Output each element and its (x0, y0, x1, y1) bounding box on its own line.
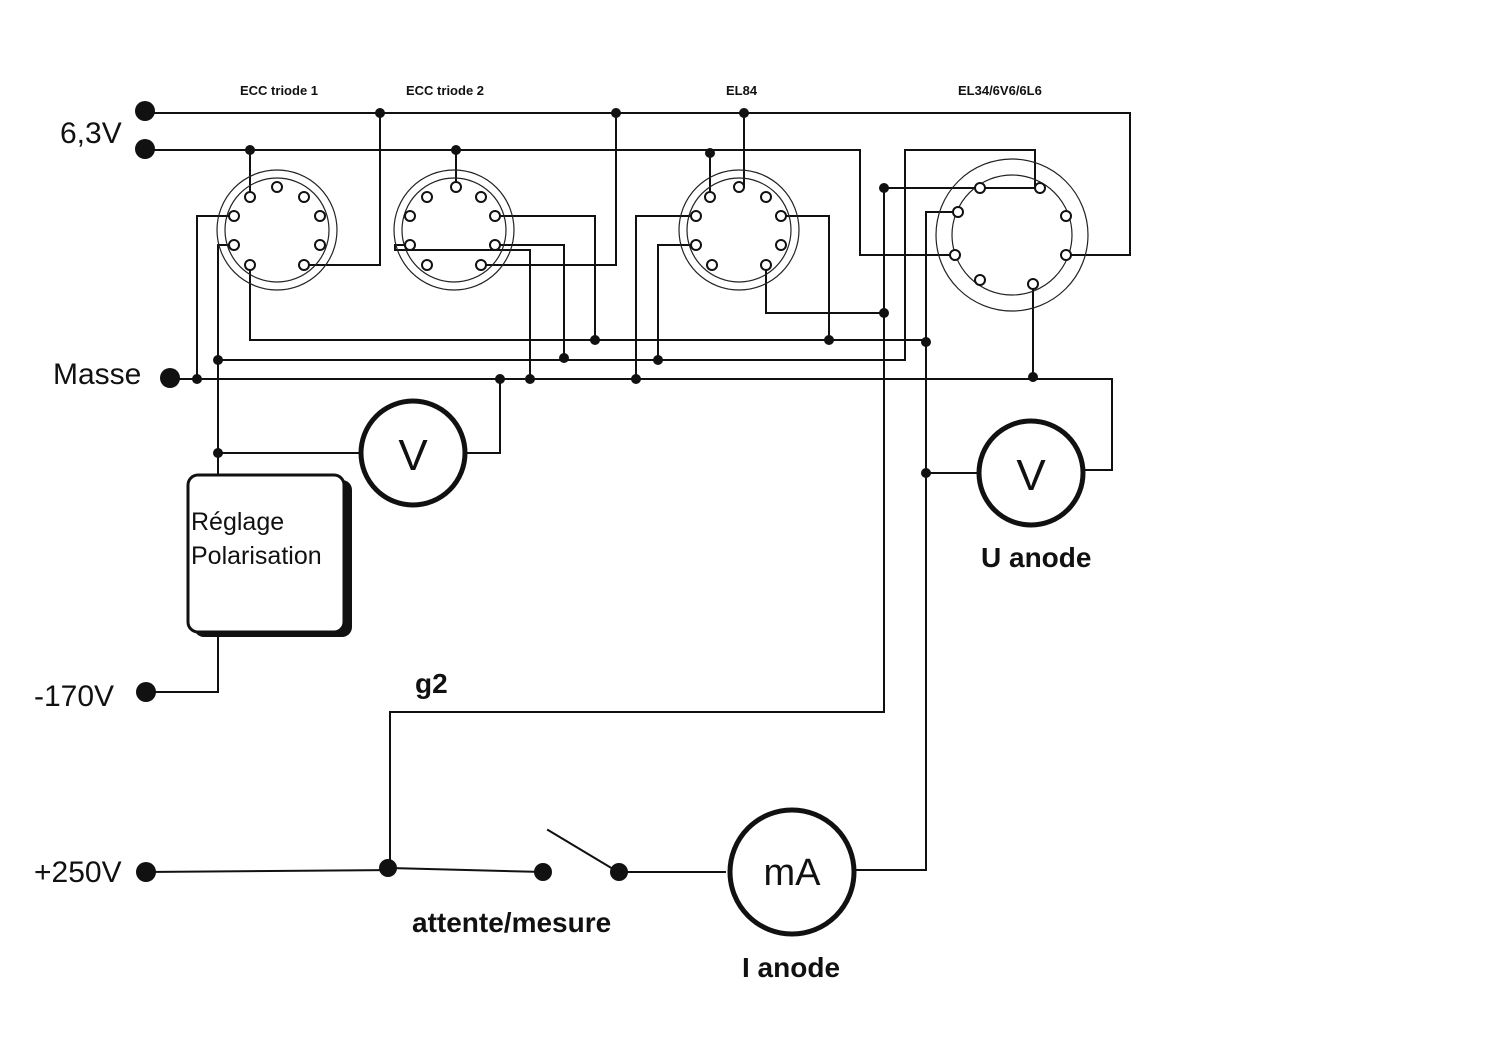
terminal-neg (136, 682, 156, 702)
bias-label-line1: Réglage (191, 508, 284, 536)
pos-supply-label: +250V (34, 856, 122, 889)
anode-ammeter-symbol: mA (764, 852, 822, 894)
switch-label: attente/mesure (412, 907, 611, 938)
anode-circuit-wires (143, 472, 979, 874)
junction-dots (192, 108, 1038, 478)
ground-label: Masse (53, 358, 141, 391)
grid-voltmeter-wires (217, 378, 501, 454)
terminal-ground (160, 368, 180, 388)
g2-label: g2 (415, 668, 448, 699)
terminal-heater-a (135, 101, 155, 121)
heater-label: 6,3V (60, 117, 122, 150)
bias-supply-wires (144, 634, 219, 693)
anode-voltmeter: V (976, 418, 1086, 528)
tube-label-el84: EL84 (726, 83, 758, 98)
u-anode-label: U anode (981, 542, 1091, 573)
anode-ammeter: mA (727, 807, 857, 937)
tube-label-ecc1: ECC triode 1 (240, 83, 318, 98)
socket-el84 (678, 169, 800, 291)
neg-supply-label: -170V (34, 680, 114, 713)
heater-wires (144, 112, 1131, 361)
anode-voltmeter-symbol: V (1016, 451, 1046, 500)
socket-el34 (935, 158, 1089, 312)
tube-label-ecc2: ECC triode 2 (406, 83, 484, 98)
grid-voltmeter: V (358, 398, 468, 508)
tube-label-el34: EL34/6V6/6L6 (958, 83, 1042, 98)
terminal-heater-b (135, 139, 155, 159)
terminal-pos (136, 862, 156, 882)
socket-ecc1 (216, 169, 338, 291)
socket-ecc2 (393, 169, 515, 291)
grid-voltmeter-symbol: V (398, 431, 428, 480)
bias-label-line2: Polarisation (191, 542, 322, 570)
bias-adjust-box: Réglage Polarisation (186, 473, 352, 637)
i-anode-label: I anode (742, 952, 840, 983)
terminals (135, 101, 180, 882)
switch-attente-mesure (379, 859, 628, 881)
